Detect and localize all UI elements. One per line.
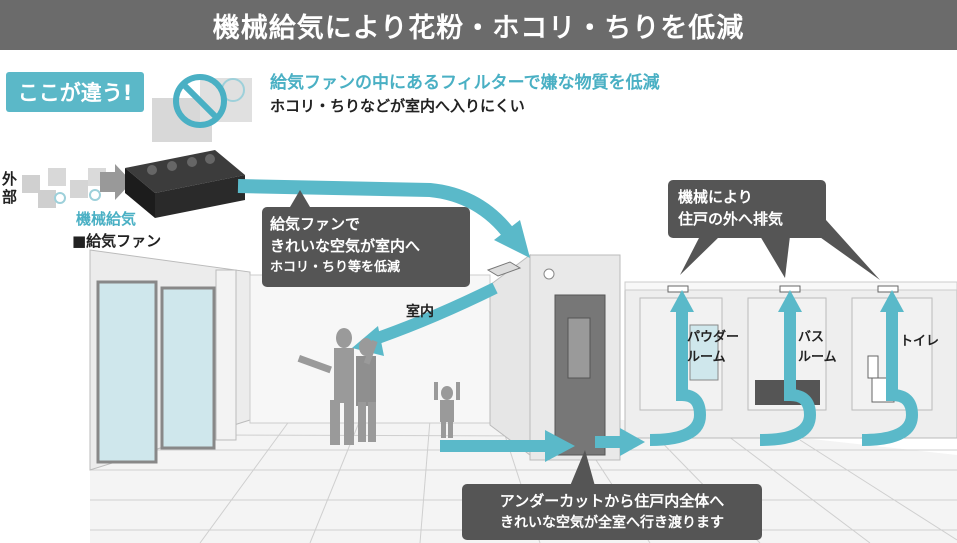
bath-room-label: バス ルーム: [798, 328, 837, 368]
powder-mirror: [689, 324, 719, 381]
exhaust-callout-line1: 機械により: [678, 188, 753, 206]
undercut-callout-pointer: [570, 450, 595, 486]
supply-callout-line2: きれいな空気が室内へ: [270, 237, 421, 255]
floor-flow-arrow: [440, 440, 550, 452]
ceiling-vent: [486, 261, 522, 277]
outside-air-particles: [22, 168, 106, 208]
toilet-tank: [867, 355, 879, 379]
feature-subtext: ホコリ・ちりなどが室内へ入りにくい: [270, 97, 525, 115]
exhaust-callout-line2: 住戸の外へ排気: [678, 210, 784, 228]
feature-heading: 給気ファンの中にあるフィルターで嫌な物質を低減: [270, 73, 660, 93]
room-air-arrow: [370, 282, 498, 346]
undercut-callout-line2: きれいな空気が全室へ行き渡ります: [500, 515, 724, 531]
exhaust-callout-pointer-2: [760, 236, 790, 278]
supply-duct-arrow: [237, 179, 516, 240]
partition-wall: [489, 254, 531, 456]
exhaust-arrows: [649, 310, 919, 446]
floor-flow-arrow-2: [595, 436, 625, 448]
filter-block-icon: [152, 74, 252, 142]
supply-duct-arrow-head: [494, 220, 530, 258]
supply-callout-line3: ホコリ・ちり等を低減: [270, 260, 401, 275]
wall-pillar: [215, 269, 237, 441]
exhaust-callout: 機械により 住戸の外へ排気: [668, 180, 826, 238]
supply-callout-line1: 給気ファンで: [270, 215, 361, 233]
page-title: 機械給気により花粉・ホコリ・ちりを低減: [0, 0, 957, 50]
window-left-2: [160, 286, 216, 450]
toilet-label: トイレ: [900, 334, 940, 349]
exhaust-callout-pointer-3: [810, 220, 880, 280]
window-left-1: [96, 280, 158, 464]
powder-room-label: パウダー ルーム: [687, 328, 739, 368]
mechanical-ventilation-label: 機械給気: [76, 210, 137, 228]
powder-room-label-line2: ルーム: [687, 350, 726, 365]
difference-badge: ここが違う!: [6, 72, 144, 112]
outside-air-arrow: [100, 164, 132, 200]
door-window: [567, 317, 591, 379]
supply-callout: 給気ファンで きれいな空気が室内へ ホコリ・ちり等を低減: [262, 207, 470, 287]
exhaust-arrow-heads: [670, 290, 904, 312]
bath-room-label-line1: バス: [798, 330, 825, 345]
outside-label: 外部: [2, 170, 18, 206]
supply-fan-unit: [125, 150, 245, 218]
supply-callout-pointer: [290, 190, 310, 207]
wall-switch: [543, 268, 555, 280]
supply-fan-label: ■給気ファン: [72, 232, 162, 250]
family-silhouettes: [297, 328, 460, 445]
exhaust-vent-3: [877, 285, 899, 293]
floor-flow-arrow-2-head: [620, 428, 645, 456]
exhaust-callout-pointer-1: [680, 236, 720, 275]
exhaust-vent-1: [667, 285, 689, 293]
undercut-callout: アンダーカットから住戸内全体へ きれいな空気が全室へ行き渡ります: [462, 484, 762, 540]
undercut-callout-line1: アンダーカットから住戸内全体へ: [499, 492, 725, 510]
powder-room-label-line1: パウダー: [687, 330, 740, 345]
floor-flow-arrow-head: [545, 430, 575, 462]
bath-room-label-line2: ルーム: [798, 350, 837, 365]
room-label: 室内: [406, 304, 434, 320]
